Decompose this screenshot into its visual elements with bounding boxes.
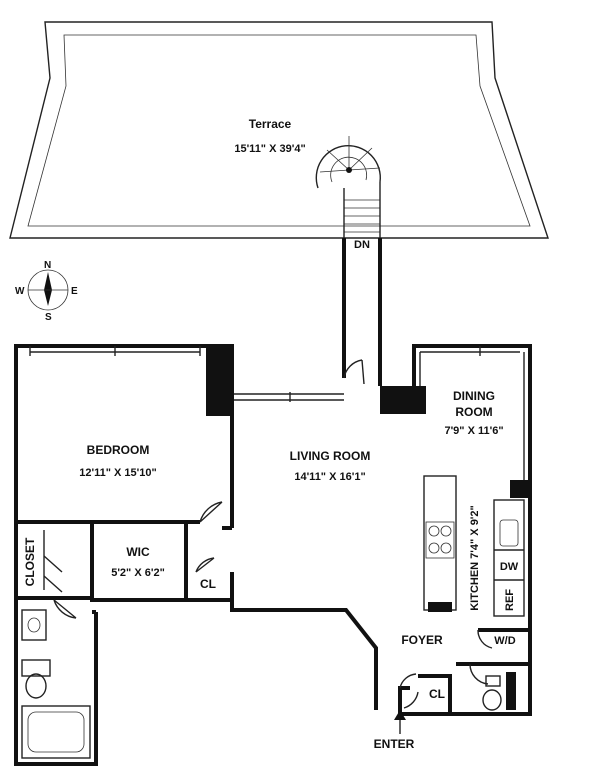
closet-foyer-label: CL — [429, 687, 445, 701]
bedroom-dims: 12'11" X 15'10" — [79, 467, 156, 479]
stair-down-label: DN — [354, 239, 370, 251]
stair-corridor — [342, 238, 382, 386]
compass-w: W — [15, 286, 25, 297]
closet-label: CLOSET — [23, 537, 37, 586]
living-room-name: LIVING ROOM — [290, 449, 371, 463]
living-room-dims: 14'11" X 16'1" — [294, 471, 365, 483]
wic-dims: 5'2" X 6'2" — [111, 567, 165, 579]
dishwasher-label: DW — [500, 561, 519, 573]
unit-walls — [14, 344, 532, 766]
washer-dryer-label: W/D — [494, 635, 515, 647]
terrace-name: Terrace — [249, 117, 292, 131]
enter-label: ENTER — [374, 737, 415, 751]
compass-rose: N S E W — [15, 260, 78, 323]
compass-n: N — [44, 260, 51, 271]
kitchen-label: KITCHEN 7'4" X 9'2" — [469, 505, 481, 611]
bedroom-name: BEDROOM — [87, 443, 150, 457]
compass-s: S — [45, 312, 52, 323]
foyer-name: FOYER — [401, 633, 443, 647]
compass-e: E — [71, 286, 78, 297]
closet-left-label: CL — [200, 577, 216, 591]
terrace — [9, 21, 549, 239]
terrace-dims: 15'11" X 39'4" — [234, 143, 305, 155]
refrigerator-label: REF — [504, 589, 516, 611]
dining-name: DINING — [453, 389, 495, 403]
dining-name-2: ROOM — [455, 405, 492, 419]
spiral-stair — [315, 136, 381, 238]
wic-name: WIC — [126, 545, 150, 559]
dining-dims: 7'9" X 11'6" — [444, 425, 503, 437]
